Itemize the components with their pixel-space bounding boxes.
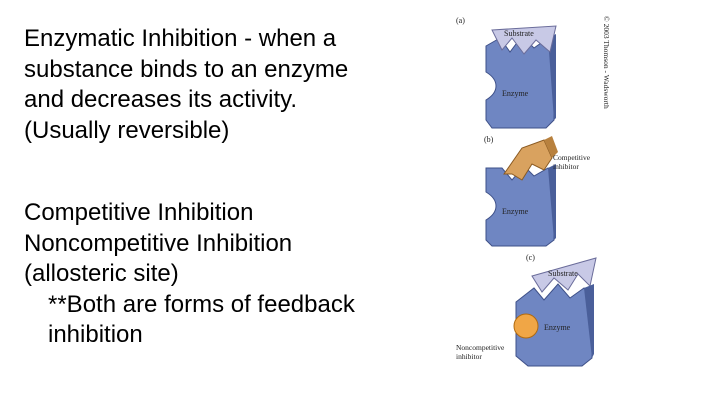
panel-a-substrate-label: Substrate: [504, 29, 534, 38]
intro-line-4: (Usually reversible): [24, 116, 230, 144]
panel-b-letter: (b): [484, 135, 494, 144]
competitive-inhibitor-shape: [503, 136, 558, 181]
figure-copyright: © 2003 Thomson - Wadsworth: [602, 16, 611, 109]
panel-b-enzyme: Enzyme: [485, 164, 556, 247]
noncompetitive-inhibition-item: Noncompetitive Inhibition: [24, 229, 293, 257]
panel-c-letter: (c): [526, 253, 535, 262]
intro-line-2: substance binds to an enzyme: [24, 55, 349, 83]
allosteric-site-note: (allosteric site): [24, 260, 179, 287]
panel-c-enzyme-label: Enzyme: [544, 323, 571, 332]
competitive-inhibitor-label-1: Competitive: [553, 153, 591, 162]
intro-line-3: and decreases its activity.: [24, 86, 298, 113]
enzyme-inhibition-figure: © 2003 Thomson - Wadsworth (a) Enzyme Su…: [456, 16, 611, 367]
panel-a-substrate: Substrate: [491, 25, 557, 55]
noncompetitive-inhibitor-label-2: inhibitor: [456, 352, 482, 361]
panel-a-enzyme-label: Enzyme: [502, 89, 529, 98]
panel-c-substrate: Substrate: [531, 257, 597, 293]
feedback-note-line-2: inhibition: [48, 321, 143, 348]
panel-c-substrate-label: Substrate: [548, 269, 578, 278]
intro-text: Enzymatic Inhibition - when a substance …: [24, 24, 434, 146]
panel-b-enzyme-label: Enzyme: [502, 207, 529, 216]
noncompetitive-inhibitor-label-1: Noncompetitive: [456, 343, 505, 352]
panel-c-enzyme: Enzyme: [515, 283, 594, 367]
panel-a-enzyme: Enzyme: [485, 34, 556, 129]
competitive-inhibition-item: Competitive Inhibition: [24, 199, 254, 226]
noncompetitive-inhibitor-shape: [513, 313, 539, 339]
inhibition-types: Competitive Inhibition Noncompetitive In…: [24, 198, 434, 351]
panel-a-letter: (a): [456, 16, 465, 25]
competitive-inhibitor-label-2: inhibitor: [553, 162, 579, 171]
intro-line-1: Enzymatic Inhibition - when a: [24, 25, 337, 52]
feedback-note-line-1: **Both are forms of feedback: [48, 290, 355, 318]
